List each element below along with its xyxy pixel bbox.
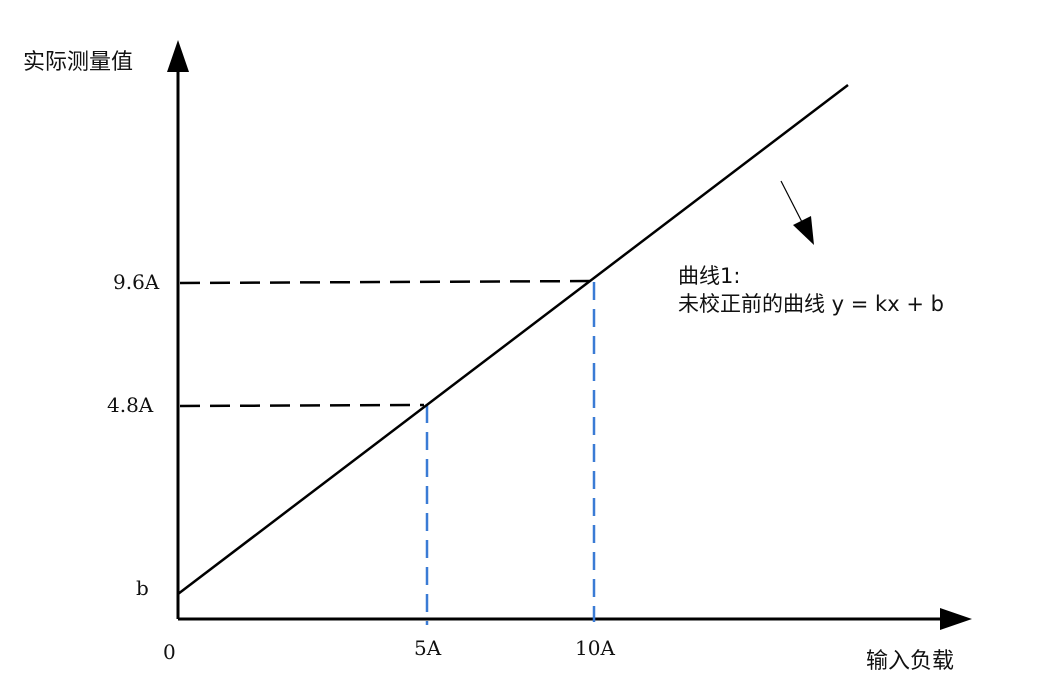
x-axis-arrow-icon (940, 608, 972, 630)
y-axis-arrow-icon (167, 40, 189, 72)
curve-annotation: 曲线1: 未校正前的曲线 y = kx + b (678, 262, 944, 318)
x-axis-title: 输入负载 (866, 649, 955, 674)
annotation-title: 曲线1: (678, 264, 741, 288)
x-tick-5a: 5A (414, 636, 442, 660)
annotation-arrow-icon (793, 216, 814, 245)
y-tick-b: b (136, 576, 149, 600)
y-tick-9-6: 9.6A (113, 270, 160, 294)
h-guide-4-8 (179, 403, 425, 408)
annotation-formula: 未校正前的曲线 y = kx + b (678, 292, 944, 316)
h-guide-9-6 (179, 279, 601, 285)
y-axis-title: 实际测量值 (23, 50, 134, 75)
annotation-pointer (780, 180, 805, 227)
origin-label: 0 (163, 640, 176, 664)
curve-1-line (177, 84, 849, 595)
y-tick-4-8: 4.8A (107, 393, 154, 417)
x-tick-10a: 10A (575, 636, 615, 660)
